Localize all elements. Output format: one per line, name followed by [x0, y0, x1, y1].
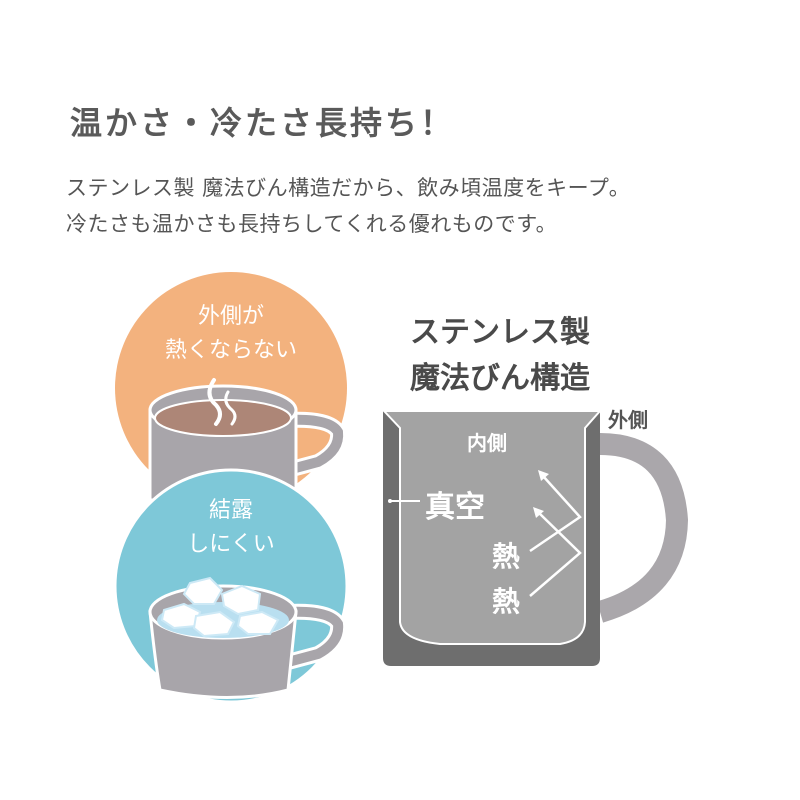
iced-drink-mug-icon	[113, 468, 349, 704]
hot-benefit-line-1: 外側が	[197, 304, 264, 329]
description-line-2: 冷たさも温かさも長持ちしてくれる優れものです。	[66, 212, 558, 236]
cold-benefit-line-1: 結露	[208, 498, 253, 523]
hot-benefit-line-2: 熱くならない	[164, 338, 297, 363]
diagram-title-line-1: ステンレス製	[410, 315, 590, 350]
cold-benefit-line-2: しにくい	[187, 532, 275, 557]
cold-benefit-label: 結露 しにくい	[111, 494, 351, 562]
diagram-title: ステンレス製 魔法びん構造	[380, 310, 620, 402]
inside-label: 内側	[467, 431, 507, 455]
outside-label: 外側	[608, 408, 648, 432]
headline: 温かさ・冷たさ長持ち！	[70, 104, 456, 142]
hot-benefit-label: 外側が 熱くならない	[111, 300, 351, 368]
vacuum-mug-diagram	[381, 410, 689, 666]
description: ステンレス製 魔法びん構造だから、飲み頃温度をキープ。 冷たさも温かさも長持ちし…	[66, 170, 630, 242]
vacuum-label: 真空	[425, 490, 485, 525]
heat-label-1: 熱	[492, 540, 521, 573]
diagram-title-line-2: 魔法びん構造	[410, 361, 590, 396]
heat-label-2: 熱	[492, 585, 521, 618]
description-line-1: ステンレス製 魔法びん構造だから、飲み頃温度をキープ。	[66, 176, 631, 200]
